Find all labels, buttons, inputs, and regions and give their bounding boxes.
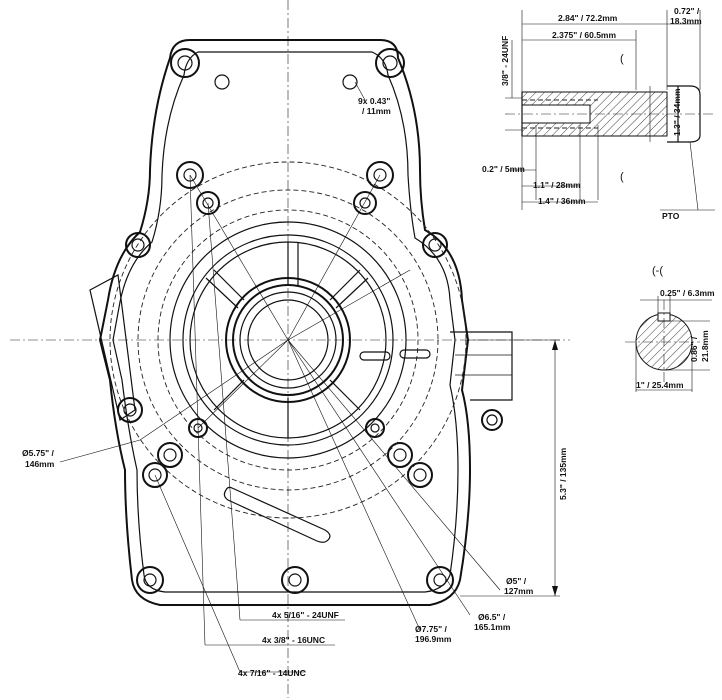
dia-5-mm-label: 127mm	[504, 586, 534, 596]
shaft-side-view: 2.84" / 72.2mm 2.375" / 60.5mm 0.72" / 1…	[482, 6, 715, 221]
shaft-tip-072-label: 0.72" /	[674, 6, 700, 16]
dia-1-label: 1" / 25.4mm	[636, 380, 684, 390]
holes-9x-label: 9x 0.43"	[358, 96, 390, 106]
flange-ring	[182, 234, 394, 446]
housing-inner-outline	[112, 51, 459, 593]
bolt-circle-65	[137, 189, 439, 491]
shaft-cross-section: (-( 0.25" / 6.3mm 0.86" / 21.8mm 1" / 25…	[625, 265, 715, 392]
dia-086-mm-label: 21.8mm	[700, 330, 710, 362]
dia-65-mm-label: 165.1mm	[474, 622, 511, 632]
shaft-thread-label: 3/8" - 24UNF	[500, 36, 510, 86]
left-bracket	[89, 274, 136, 421]
shaft-len-02-label: 0.2" / 5mm	[482, 164, 525, 174]
height-53-label: 5.3" / 135mm	[558, 447, 568, 500]
shaft-dia-13-label: 1.3" / 34mm	[672, 88, 682, 136]
section-marker-top: (	[620, 53, 624, 65]
leader-lines	[59, 81, 501, 673]
pto-label: PTO	[662, 211, 680, 221]
thread-516-label: 4x 5/16" - 24UNF	[272, 610, 339, 620]
shaft-tip-072-mm-label: 18.3mm	[670, 16, 702, 26]
housing-outline	[98, 39, 472, 606]
dia-65-label: Ø6.5" /	[478, 612, 506, 622]
small-slot	[359, 351, 391, 361]
crank-bore	[247, 299, 329, 381]
thread-38-label: 4x 3/8" - 16UNC	[262, 635, 325, 645]
seal-outer	[225, 277, 351, 403]
flange-ring-outer	[169, 221, 407, 459]
holes-9x-mm-label: / 11mm	[362, 106, 391, 116]
seal-ring	[232, 284, 344, 396]
shaft-len-284-label: 2.84" / 72.2mm	[558, 13, 618, 23]
dia-575-label: Ø5.75" /	[22, 448, 55, 458]
diagonal-slot	[223, 486, 331, 543]
section-cc-marker: (-(	[652, 265, 663, 277]
engine-face-view: 9x 0.43" / 11mm Ø5.75" / 146mm 4x 5/16" …	[10, 0, 570, 698]
seal-inner	[239, 291, 337, 389]
height-dimension	[460, 339, 560, 597]
dia-775-mm-label: 196.9mm	[415, 634, 452, 644]
right-shaft-boss	[450, 331, 513, 401]
mounting-holes	[117, 48, 503, 594]
thread-716-label: 4x 7/16" - 14UNC	[238, 668, 306, 678]
section-marker-bottom: (	[620, 171, 624, 183]
dia-5-label: Ø5" /	[506, 576, 527, 586]
key-025-label: 0.25" / 6.3mm	[660, 288, 715, 298]
small-slot	[399, 349, 431, 359]
dia-575-mm-label: 146mm	[25, 459, 55, 469]
dia-775-label: Ø7.75" /	[415, 624, 448, 634]
shaft-len-14-label: 1.4" / 36mm	[538, 196, 586, 206]
shaft-flange	[667, 85, 701, 143]
shaft-len-11-label: 1.1" / 28mm	[533, 180, 581, 190]
flange-spokes	[205, 242, 369, 438]
dia-086-label: 0.86" /	[689, 336, 699, 362]
bolt-circle-575	[157, 209, 419, 471]
shaft-len-2375-label: 2.375" / 60.5mm	[552, 30, 616, 40]
